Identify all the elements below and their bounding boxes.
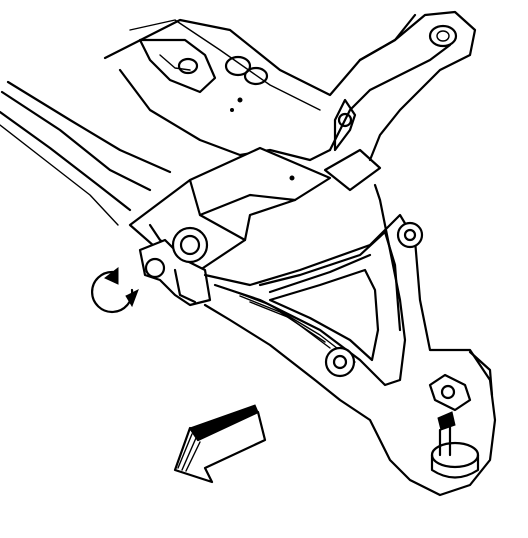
direction-arrow-icon [173,404,267,484]
left-front-mount [138,226,212,307]
rotate-arrow-icon [91,266,139,314]
lower-control-arm [203,183,497,497]
right-upper-mount [328,10,477,162]
upper-crossmember [103,13,417,162]
frame-side-rail [0,80,172,226]
ball-joint-assembly [428,350,494,479]
